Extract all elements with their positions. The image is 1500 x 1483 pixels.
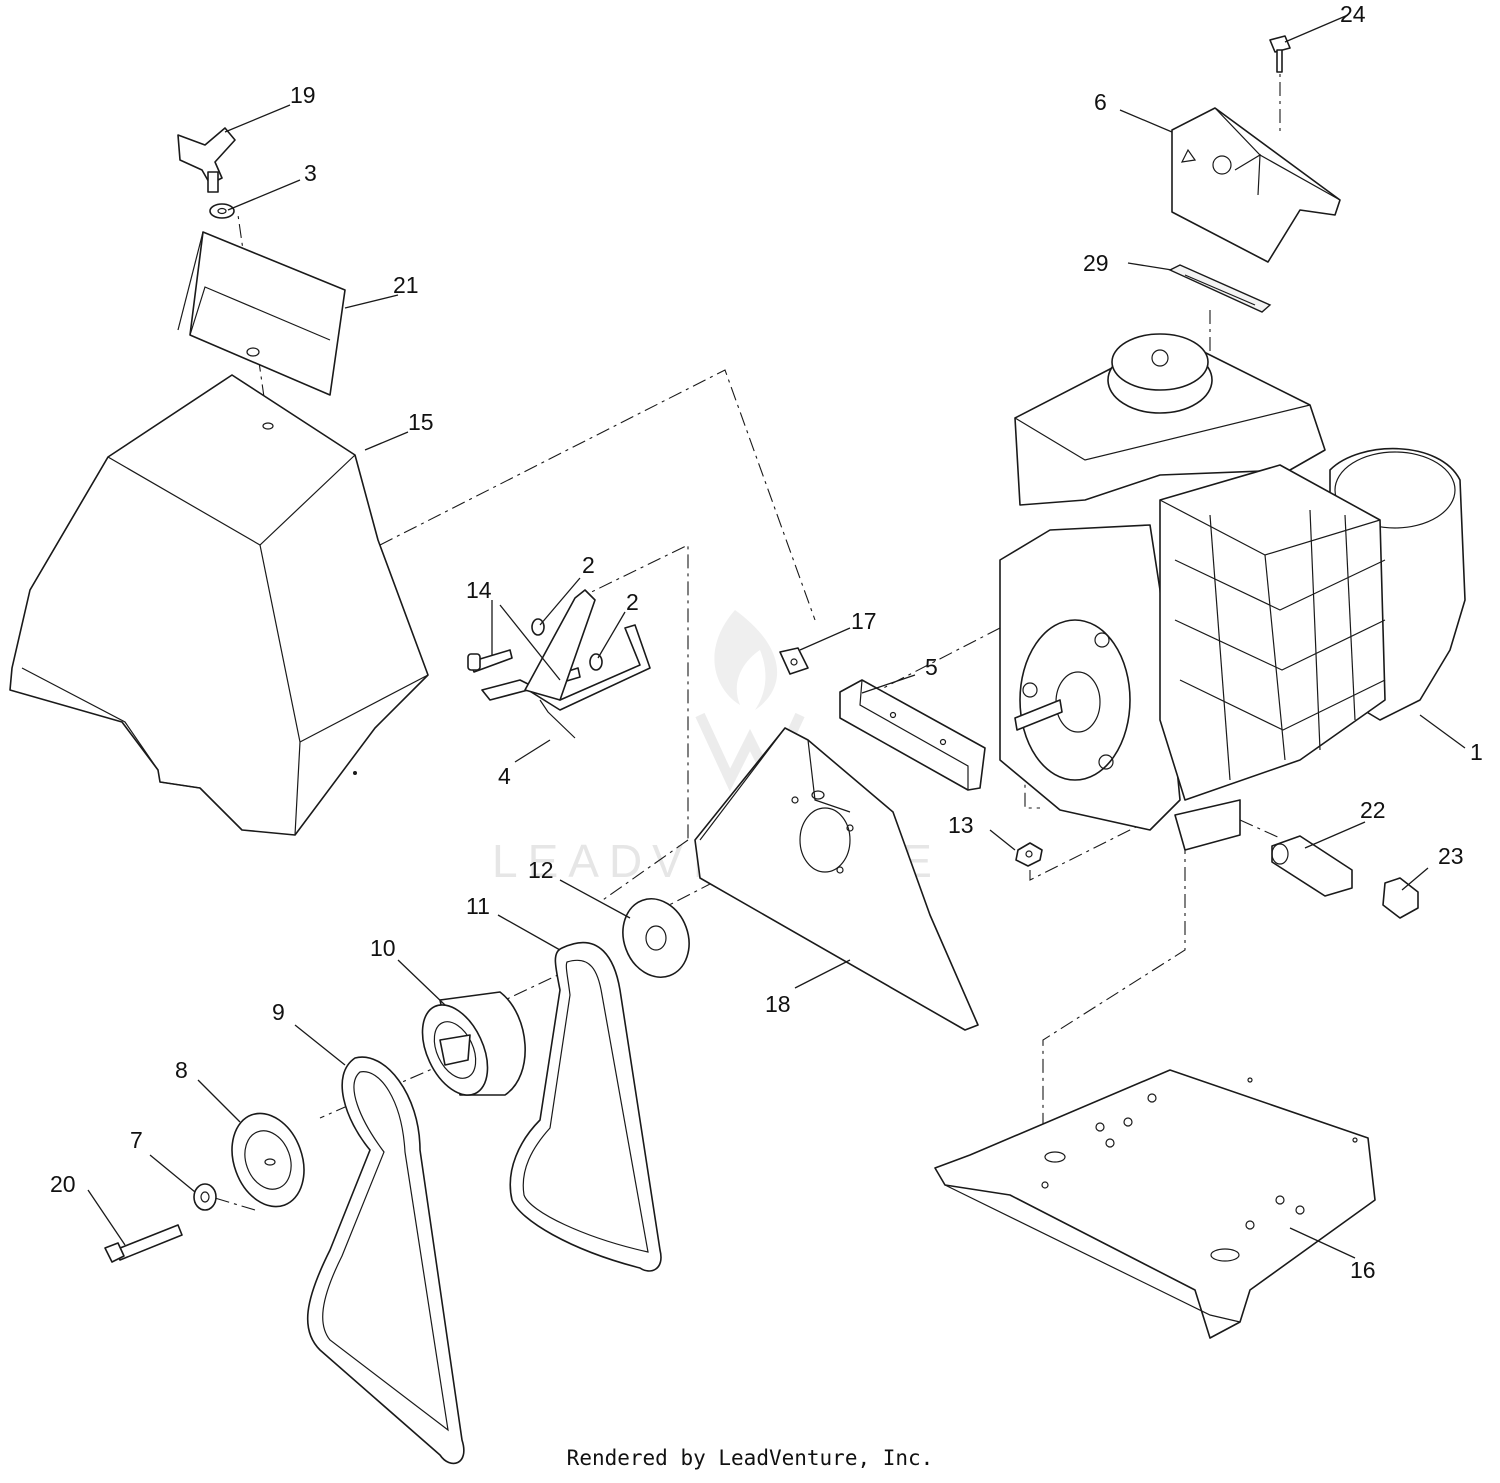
guard-bracket	[177, 231, 346, 396]
render-credit: Rendered by LeadVenture, Inc.	[566, 1446, 934, 1470]
callout-9: 9	[272, 999, 285, 1025]
callout-29: 29	[1083, 250, 1109, 276]
callout-18: 18	[765, 991, 791, 1017]
heat-shield	[1171, 107, 1341, 263]
callout-3: 3	[304, 160, 317, 186]
callout-leaders	[87, 14, 1466, 1259]
drive-belt-9	[306, 1056, 465, 1465]
belt-guard	[9, 374, 429, 836]
callout-11: 11	[466, 893, 490, 919]
callout-19: 19	[290, 82, 316, 108]
belt-shield	[694, 727, 979, 1031]
base-plate	[934, 1069, 1376, 1339]
callout-16: 16	[1350, 1257, 1376, 1283]
pulley-bolt	[104, 1224, 183, 1263]
engine	[999, 333, 1466, 851]
callout-14: 14	[466, 577, 492, 603]
drive-pulley	[421, 991, 526, 1096]
small-pulley	[231, 1112, 305, 1208]
callout-4: 4	[498, 763, 511, 789]
spacer-and-nut	[1271, 835, 1419, 919]
mount-plate	[839, 679, 986, 791]
callout-7: 7	[130, 1127, 143, 1153]
callout-5: 5	[925, 654, 938, 680]
callout-2b: 2	[626, 589, 639, 615]
clip-nut	[779, 647, 809, 675]
knob-assembly	[177, 127, 236, 219]
callout-24: 24	[1340, 1, 1366, 27]
callout-10: 10	[370, 935, 396, 961]
callout-8: 8	[175, 1057, 188, 1083]
callout-1: 1	[1470, 739, 1483, 765]
callout-21: 21	[393, 272, 419, 298]
link-hardware	[467, 589, 651, 739]
callout-numbers: 1 2 2 3 4 5 6 7 8 9 10 11 12 13 14 15 16…	[50, 1, 1483, 1283]
flat-washer	[193, 1183, 217, 1211]
hex-nut	[1015, 842, 1043, 867]
callout-20: 20	[50, 1171, 76, 1197]
callout-15: 15	[408, 409, 434, 435]
pulley-washer	[622, 898, 690, 978]
warning-decal	[1168, 264, 1272, 313]
drive-belt-11	[509, 941, 662, 1272]
callout-2a: 2	[582, 552, 595, 578]
callout-23: 23	[1438, 843, 1464, 869]
callout-13: 13	[948, 812, 974, 838]
callout-12: 12	[528, 857, 554, 883]
callout-22: 22	[1360, 797, 1386, 823]
callout-17: 17	[851, 608, 877, 634]
heat-shield-bolt	[1269, 35, 1291, 73]
callout-6: 6	[1094, 89, 1107, 115]
